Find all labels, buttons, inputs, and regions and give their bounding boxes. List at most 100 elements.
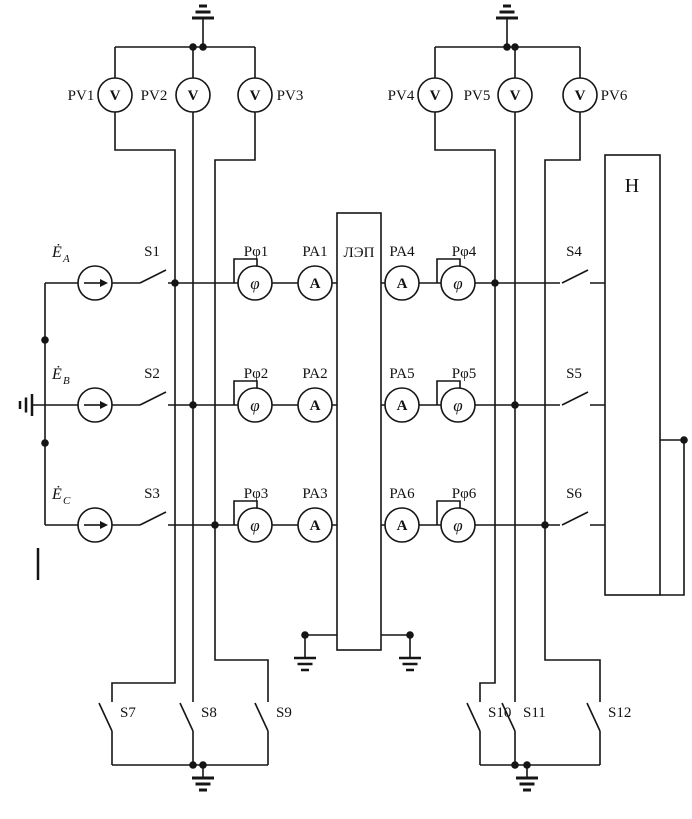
switch-s7-label: S7	[120, 705, 136, 721]
voltmeter-letter: V	[188, 88, 199, 104]
top-left-voltmeter-bus	[114, 18, 256, 78]
switch-s6	[561, 511, 589, 526]
ammeter-pa6-label: PA6	[389, 486, 415, 502]
phase-meter-p4: φ	[440, 265, 476, 301]
voltmeter-pv3-label: PV3	[277, 88, 304, 104]
load-block: Н	[604, 154, 661, 596]
switch-s8	[179, 702, 194, 732]
emf-source-a-sub: A	[62, 253, 70, 265]
ammeter-pa5-label: PA5	[389, 366, 414, 382]
pv4-phase-a-drop	[434, 112, 496, 765]
ground-bottom-left-icon	[192, 776, 214, 792]
emf-source-c-label: Ė	[51, 485, 62, 503]
voltmeter-pv6-label: PV6	[601, 88, 628, 104]
ammeter-pa2-label: PA2	[302, 366, 327, 382]
switch-s9-label: S9	[276, 705, 292, 721]
bottom-right-bus	[480, 764, 600, 778]
switch-s12-label: S12	[608, 705, 631, 721]
switch-s10-label: S10	[488, 705, 511, 721]
ammeter-letter: A	[397, 398, 408, 414]
junction-dots	[41, 43, 688, 769]
emf-source-b-label: Ė	[51, 365, 62, 383]
switch-s3	[139, 511, 167, 526]
ammeter-letter: A	[397, 518, 408, 534]
emf-source-a-label: Ė	[51, 243, 62, 261]
phase-meter-p2-label: Pφ2	[244, 366, 269, 382]
ammeter-pa2: A	[297, 387, 333, 423]
phase-meter-p1: φ	[237, 265, 273, 301]
wires	[32, 18, 685, 778]
switch-s11	[501, 702, 516, 732]
ammeter-pa4-label: PA4	[389, 244, 415, 260]
switch-s11-label: S11	[523, 705, 546, 721]
phase-meter-letter: φ	[250, 516, 259, 535]
voltmeter-letter: V	[430, 88, 441, 104]
transmission-line-block: ЛЭП	[336, 212, 382, 651]
phase-meter-letter: φ	[453, 516, 462, 535]
switch-s1-label: S1	[144, 244, 160, 260]
ammeter-pa1: A	[297, 265, 333, 301]
source-neutral-bus	[32, 283, 46, 525]
ground-line-left-icon	[294, 656, 316, 672]
row-a-left	[45, 258, 337, 284]
voltmeter-letter: V	[110, 88, 121, 104]
ammeter-pa6: A	[384, 507, 420, 543]
phase-meter-letter: φ	[250, 396, 259, 415]
ammeter-pa1-label: PA1	[302, 244, 327, 260]
phase-meter-p5-label: Pφ5	[452, 366, 477, 382]
arrow-icon	[100, 401, 108, 409]
switch-s5-label: S5	[566, 366, 582, 382]
switch-s4	[561, 269, 589, 284]
voltmeter-pv4-label: PV4	[388, 88, 415, 104]
switch-s5	[561, 391, 589, 406]
switch-s1	[139, 269, 167, 284]
row-c-right	[381, 500, 605, 526]
voltmeter-pv3: V	[237, 77, 273, 113]
emf-source-b-sub: B	[63, 375, 70, 387]
phase-meter-p3-label: Pφ3	[244, 486, 269, 502]
phase-meter-p5: φ	[440, 387, 476, 423]
switch-s12	[586, 702, 601, 732]
ground-top-left-icon	[192, 4, 214, 20]
load-right-link	[660, 439, 685, 596]
ammeter-pa5: A	[384, 387, 420, 423]
voltmeter-pv6: V	[562, 77, 598, 113]
voltmeter-letter: V	[575, 88, 586, 104]
load-label: Н	[625, 175, 639, 197]
voltmeter-letter: V	[510, 88, 521, 104]
ammeter-pa4: A	[384, 265, 420, 301]
phase-meter-letter: φ	[453, 396, 462, 415]
phase-meter-p6-label: Pφ6	[452, 486, 477, 502]
ammeter-letter: A	[397, 276, 408, 292]
pv1-phase-a-drop	[111, 112, 176, 765]
row-a-right	[381, 258, 605, 284]
emf-source-c	[77, 507, 113, 543]
voltmeter-pv5: V	[497, 77, 533, 113]
ammeter-pa3: A	[297, 507, 333, 543]
voltmeter-pv2-label: PV2	[141, 88, 168, 104]
pv3-phase-c-drop	[214, 112, 269, 765]
switch-s8-label: S8	[201, 705, 217, 721]
ground-left-edge-icon	[18, 394, 34, 416]
emf-source-b	[77, 387, 113, 423]
switch-s2-label: S2	[144, 366, 160, 382]
ammeter-letter: A	[310, 518, 321, 534]
phase-meter-p4-label: Pφ4	[452, 244, 477, 260]
switch-s9	[254, 702, 269, 732]
voltmeter-pv1-label: PV1	[68, 88, 95, 104]
ground-line-right-icon	[399, 656, 421, 672]
switch-s2	[139, 391, 167, 406]
voltmeter-letter: V	[250, 88, 261, 104]
ammeter-letter: A	[310, 398, 321, 414]
phase-meter-p1-label: Pφ1	[244, 244, 269, 260]
phase-meter-p2: φ	[237, 387, 273, 423]
row-b-left	[45, 380, 337, 406]
voltmeter-pv5-label: PV5	[464, 88, 491, 104]
pv6-phase-c-drop	[544, 112, 601, 765]
ground-top-right-icon	[496, 4, 518, 20]
voltmeter-pv1: V	[97, 77, 133, 113]
ground-bottom-right-icon	[516, 776, 538, 792]
phase-meter-letter: φ	[250, 274, 259, 293]
